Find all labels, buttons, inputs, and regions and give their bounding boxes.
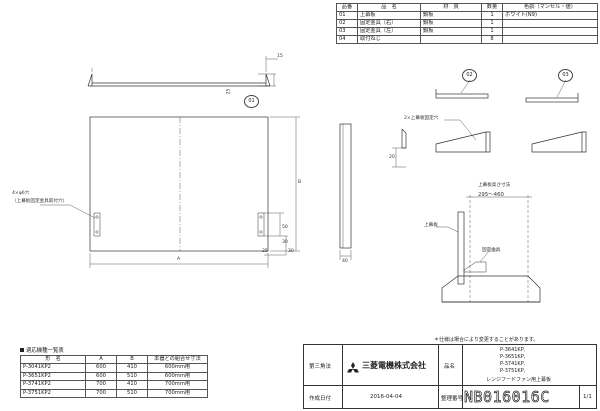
- cell-combo: 600mm用: [147, 363, 208, 373]
- document-number: NB016016C: [464, 388, 550, 407]
- installed-top-panel: [457, 211, 465, 285]
- header-combo: 本器との組合せ寸法: [147, 354, 208, 365]
- company-name: 三菱電機株式会社: [362, 361, 426, 370]
- model-4: P-3751KP,: [500, 368, 526, 374]
- model-1: P-3641KP,: [500, 347, 526, 353]
- cell-b: 510: [116, 388, 148, 399]
- dim-20: 20: [389, 155, 395, 160]
- model-3: P-3741KP,: [500, 361, 526, 367]
- title-divider-v2: [438, 345, 439, 408]
- callout-02: 02: [462, 69, 477, 82]
- list-table-header: 形 名 A B 本器との組合せ寸法: [20, 354, 208, 365]
- cell-a: 600: [85, 363, 117, 373]
- dim-range: 295～460: [478, 192, 504, 198]
- cell-model: P-3041KP2: [20, 363, 86, 373]
- dim-A: A: [177, 257, 181, 262]
- page-number: 1/1: [583, 394, 592, 400]
- callout-03: 03: [558, 69, 573, 82]
- table-row: 04 取付ねじ 8: [336, 35, 598, 44]
- dim-30-right: 30: [282, 240, 288, 245]
- list-table-title-text: 適応機種一覧表: [26, 348, 64, 354]
- model-2: P-3651KP,: [500, 354, 526, 360]
- dim-40: 40: [342, 259, 348, 264]
- cell-remark: [502, 35, 598, 44]
- dim-15: 15: [277, 54, 283, 59]
- dim-25-top: 25: [226, 88, 232, 95]
- date-label: 作成日付: [309, 396, 332, 402]
- spec-note: ＊仕様は場合により変更することがあります。: [434, 337, 539, 343]
- cell-a: 700: [85, 388, 117, 399]
- bracket-holes-label: 2×上幕板固定穴: [404, 116, 439, 121]
- table-row: P-3651KP2 600 510 600mm用: [20, 371, 208, 382]
- table-row: P-3751KP2 700 510 700mm用: [20, 388, 208, 399]
- callout-01: 01: [244, 95, 259, 108]
- cell-a: 600: [85, 371, 117, 382]
- title-divider-h1: [304, 385, 596, 386]
- fixing-bracket-label: 固定金具: [482, 248, 501, 253]
- title-block: 第三角法 三菱電機株式会社 品名 P-3641KP, P-3651KP, P-3…: [303, 344, 597, 409]
- cell-b: 510: [116, 371, 148, 382]
- product-name: レンジフードファン用上幕板: [486, 377, 552, 383]
- bracket-left-view: [401, 128, 407, 149]
- bracket-02-view: [435, 131, 491, 153]
- header-a: A: [85, 354, 117, 365]
- title-divider-v1: [342, 345, 343, 408]
- cell-model: P-3651KP2: [20, 371, 86, 382]
- cell-b: 410: [116, 380, 148, 390]
- holes-label: 4×φ6穴: [12, 191, 30, 196]
- name-label: 品名: [444, 364, 456, 370]
- title-divider-v3: [462, 345, 463, 408]
- top-view-panel: [87, 73, 271, 87]
- holes-sublabel: （上幕板固定金具取付穴）: [12, 199, 68, 204]
- cell-combo: 600mm用: [147, 371, 208, 382]
- cell-model: P-3751KP2: [20, 388, 86, 399]
- dim-50: 50: [282, 225, 288, 230]
- height-label: 上幕板高さ寸法: [478, 183, 511, 188]
- side-view-panel: [339, 123, 352, 249]
- cell-model: P-3741KP2: [20, 380, 86, 390]
- dim-25-bottom: 25: [262, 249, 268, 254]
- dim-B: B: [298, 180, 302, 185]
- angle-label: 第三角法: [309, 364, 332, 370]
- table-row: P-3741KP2 700 410 700mm用: [20, 380, 208, 390]
- cell-combo: 700mm用: [147, 380, 208, 390]
- header-b: B: [116, 354, 148, 365]
- model-list-table: 形 名 A B 本器との組合せ寸法 P-3041KP2 600 410 600m…: [20, 354, 208, 399]
- number-label: 整理番号: [441, 396, 464, 402]
- front-view-panel: [89, 116, 269, 252]
- title-divider-v4: [579, 385, 580, 408]
- table-row: P-3041KP2 600 410 600mm用: [20, 363, 208, 373]
- cell-combo: 700mm用: [147, 388, 208, 399]
- cell-b: 410: [116, 363, 148, 373]
- square-marker-icon: [20, 348, 24, 352]
- mitsubishi-logo-icon: [347, 359, 359, 373]
- list-table-title: 適応機種一覧表: [20, 346, 64, 354]
- date-value: 2016-04-04: [370, 394, 402, 400]
- dim-30-bottom: 30: [288, 249, 294, 254]
- parts-table: 品番 品 名 材 質 数量 色調（マンセル・値） 01 上幕板 鋼板 1 ホワイ…: [336, 3, 598, 44]
- bracket-03-view: [531, 131, 587, 153]
- header-model: 形 名: [20, 354, 86, 365]
- installed-hood: [441, 275, 541, 303]
- cell-a: 700: [85, 380, 117, 390]
- top-panel-label: 上幕板: [424, 223, 438, 228]
